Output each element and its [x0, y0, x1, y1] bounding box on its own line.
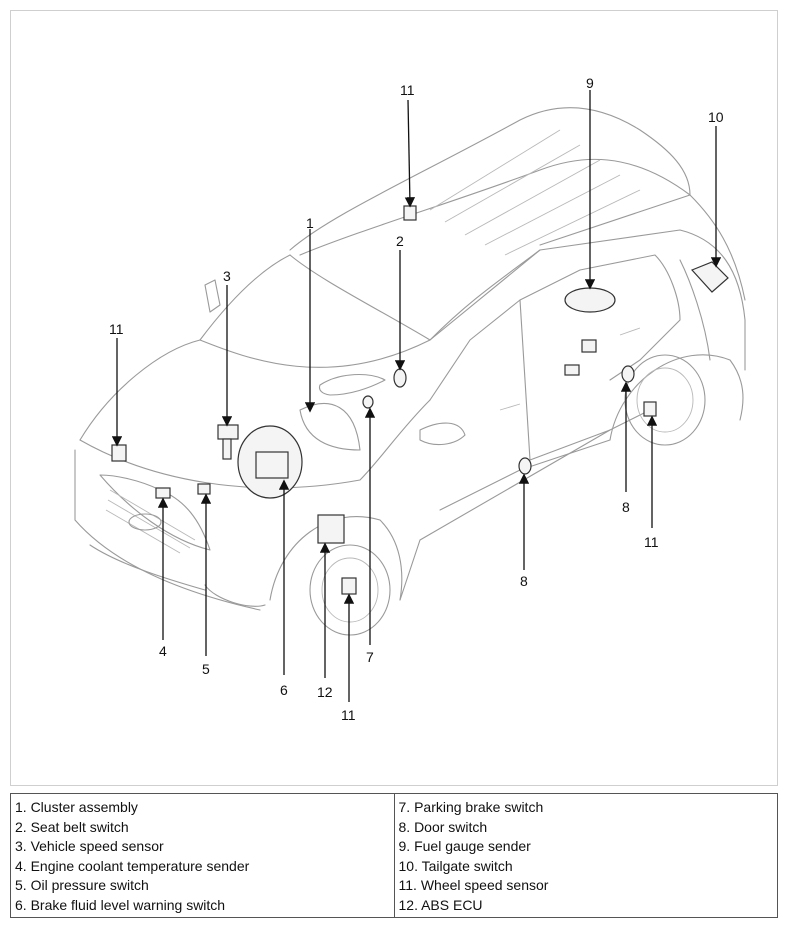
abs-ecu-part — [317, 514, 345, 544]
door-switch-front-part — [518, 457, 532, 475]
legend-item: 9. Fuel gauge sender — [398, 838, 531, 855]
callout-11-right: 11 — [644, 534, 659, 550]
callout-9: 9 — [586, 75, 594, 91]
tailgate-switch-part — [690, 261, 729, 293]
legend-item: 3. Vehicle speed sensor — [15, 838, 164, 855]
legend-column-right: 7. Parking brake switch 8. Door switch 9… — [393, 794, 778, 917]
coolant-temp-sender-part — [155, 487, 171, 499]
callout-8-front: 8 — [520, 573, 528, 589]
callout-labels: 11 9 10 1 2 3 11 8 11 4 5 6 12 11 7 8 — [109, 75, 724, 723]
legend-item: 2. Seat belt switch — [15, 818, 129, 835]
brake-fluid-reservoir-part — [255, 451, 289, 479]
seat-belt-switch-part — [393, 368, 407, 388]
wheel-speed-sensor-front-left-part — [111, 444, 127, 462]
legend-item: 6. Brake fluid level warning switch — [15, 896, 226, 913]
door-switch-rear-part — [621, 365, 635, 383]
legend-item: 1. Cluster assembly — [15, 799, 138, 815]
wheel-speed-sensor-front-right-part — [341, 577, 357, 595]
oil-pressure-switch-part — [197, 483, 211, 495]
callout-6: 6 — [280, 682, 288, 698]
legend-item: 7. Parking brake switch — [398, 799, 544, 815]
legend-item: 8. Door switch — [398, 818, 488, 835]
vehicle-speed-sensor-part — [217, 424, 239, 440]
legend-item: 10. Tailgate switch — [398, 857, 513, 874]
callout-1: 1 — [306, 215, 314, 231]
vehicle-outline — [74, 107, 746, 636]
component-location-diagram: 11 9 10 1 2 3 11 8 11 4 5 6 12 11 7 8 — [74, 75, 746, 723]
callout-11-bottom: 11 — [341, 707, 356, 723]
callout-7: 7 — [366, 649, 374, 665]
diagram-frame — [10, 10, 778, 786]
callout-3: 3 — [223, 268, 231, 284]
callout-4: 4 — [159, 643, 167, 659]
legend-item: 4. Engine coolant temperature sender — [15, 857, 250, 874]
callout-5: 5 — [202, 661, 210, 677]
callout-11-left: 11 — [109, 321, 124, 337]
component-legend-table: 1. Cluster assembly 2. Seat belt switch … — [10, 793, 778, 918]
leader-lines — [111, 90, 722, 702]
callout-8-rear: 8 — [622, 499, 630, 515]
parking-brake-switch-part — [362, 395, 374, 409]
legend-column-left: 1. Cluster assembly 2. Seat belt switch … — [11, 794, 394, 917]
vehicle-speed-sensor-stem-part — [222, 438, 232, 460]
wheel-speed-sensor-rear-right-part — [643, 401, 657, 417]
legend-item: 12. ABS ECU — [398, 896, 483, 913]
callout-12: 12 — [317, 684, 333, 700]
callout-2: 2 — [396, 233, 404, 249]
fuel-gauge-sender-part — [564, 287, 616, 313]
legend-item: 5. Oil pressure switch — [15, 877, 149, 894]
wheel-speed-sensor-rear-top-part — [403, 205, 417, 221]
callout-10: 10 — [708, 109, 724, 125]
fuel-gauge-sender-float-part — [581, 339, 597, 353]
callout-11-top: 11 — [400, 82, 415, 98]
legend-item: 11. Wheel speed sensor — [398, 877, 549, 894]
fuel-gauge-sender-pipe-part — [564, 364, 580, 376]
